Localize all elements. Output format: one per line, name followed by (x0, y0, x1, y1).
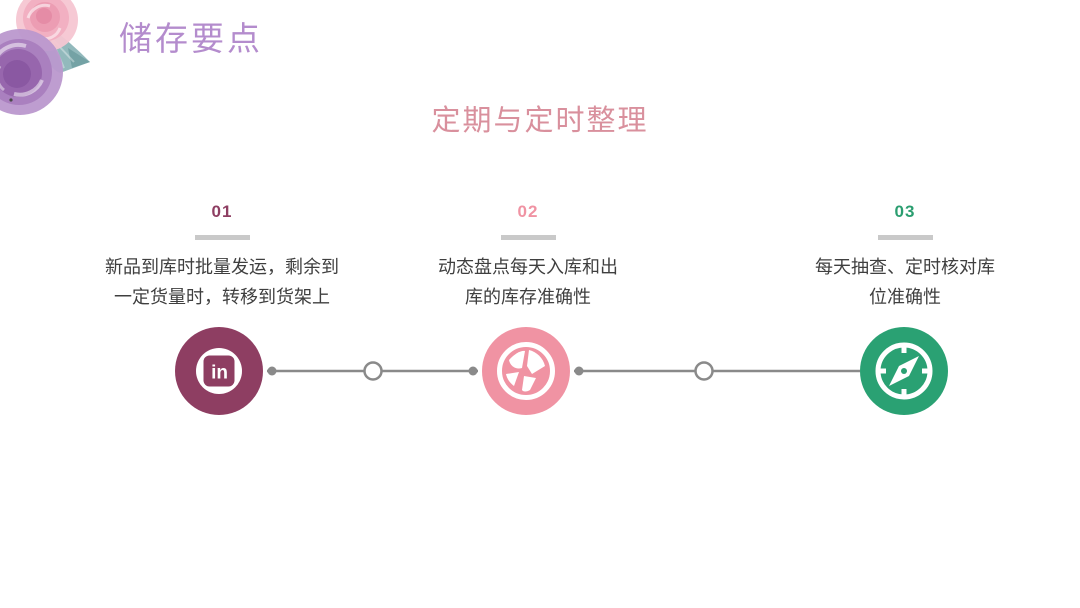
step-3-description-line-2: 位准确性 (869, 287, 941, 307)
purple-rose-shape (0, 29, 63, 115)
globe-landmasses (506, 350, 545, 392)
step-1-divider (194, 235, 250, 240)
page-title: 储存要点 (119, 20, 263, 57)
linkedin-badge (203, 355, 235, 387)
step-1-number: 01 (211, 202, 233, 221)
watercolor-flowers-decoration (0, 0, 90, 115)
step-3-divider (877, 235, 933, 240)
compass-needle-pivot (901, 368, 907, 374)
connector-start-dot (267, 366, 277, 376)
step-2-divider (500, 235, 556, 240)
section-subtitle: 定期与定时整理 (431, 105, 649, 137)
connector-midpoint-circle (694, 361, 714, 381)
linkedin-in-text: in (211, 363, 228, 384)
step-2-description-line-2: 库的库存准确性 (465, 287, 591, 307)
step-3-description: 每天抽查、定时核对库 位准确性 (765, 252, 1045, 312)
step-2-number: 02 (517, 202, 539, 221)
step-1-description-line-1: 新品到库时批量发运，剩余到 (105, 257, 339, 277)
compass-ticks (877, 344, 931, 398)
step-3-description-line-1: 每天抽查、定时核对库 (815, 257, 995, 277)
step-3-number: 03 (894, 202, 916, 221)
step-1-description: 新品到库时批量发运，剩余到 一定货量时，转移到货架上 (82, 252, 362, 312)
compass-icon (860, 327, 948, 415)
globe-outline (497, 342, 555, 400)
linkedin-icon: in (175, 327, 263, 415)
timeline-connector-1 (267, 361, 478, 381)
step-column-2: 02 动态盘点每天入库和出 库的库存准确性 (390, 202, 666, 312)
timeline-connector-2 (574, 361, 860, 381)
step-column-3: 03 每天抽查、定时核对库 位准确性 (765, 202, 1045, 312)
step-1-description-line-2: 一定货量时，转移到货架上 (114, 287, 330, 307)
connector-midpoint-circle (363, 361, 383, 381)
connector-start-dot (574, 366, 584, 376)
step-column-1: 01 新品到库时批量发运，剩余到 一定货量时，转移到货架上 (82, 202, 362, 312)
step-2-description: 动态盘点每天入库和出 库的库存准确性 (390, 252, 666, 312)
globe-icon (482, 327, 570, 415)
step-2-description-line-1: 动态盘点每天入库和出 (438, 257, 618, 277)
connector-end-dot (468, 366, 478, 376)
disc-ring (482, 327, 570, 415)
